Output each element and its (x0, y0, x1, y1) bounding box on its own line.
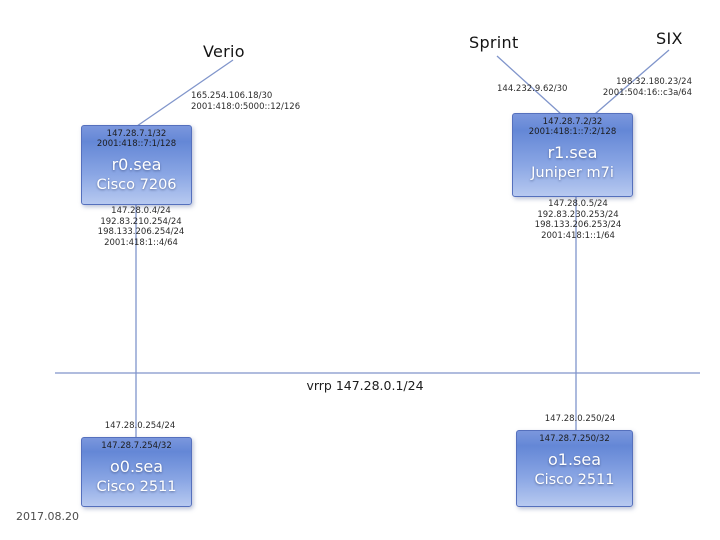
six-link-addresses: 198.32.180.23/24 2001:504:16::c3a/64 (603, 77, 692, 98)
o1-lan-ipv4: 147.28.0.250/24 (544, 414, 616, 424)
r0-model: Cisco 7206 (96, 177, 177, 193)
r1-iface-ipv4-1: 147.28.0.5/24 (548, 199, 608, 209)
o1-hostname: o1.sea (547, 450, 602, 469)
r1-loopback-ipv4: 147.28.7.2/32 (542, 117, 603, 127)
r0-iface-ipv4-3: 198.133.206.254/24 (97, 227, 185, 237)
six-link-ipv6: 2001:504:16::c3a/64 (602, 87, 692, 98)
r0-iface-ipv6: 2001:418:1::4/64 (104, 237, 178, 248)
verio-link-ipv4: 165.254.106.18/30 (191, 91, 273, 101)
r0-interface-addresses: 147.28.0.4/24 192.83.210.254/24 198.133.… (86, 206, 196, 248)
r1-hostname: r1.sea (547, 143, 598, 162)
router-node-r0: 147.28.7.1/32 2001:418::7:1/128 r0.sea C… (81, 125, 192, 205)
verio-link-addresses: 165.254.106.18/30 2001:418:0:5000::12/12… (191, 91, 300, 112)
r0-iface-ipv4-2: 192.83.210.254/24 (100, 216, 182, 227)
r1-iface-ipv6: 2001:418:1::1/64 (541, 230, 615, 241)
o0-lan-address-block: 147.28.0.254/24 (85, 421, 195, 432)
r0-loopback-ipv4: 147.28.7.1/32 (106, 129, 167, 139)
o0-lan-ipv4: 147.28.0.254/24 (104, 421, 176, 431)
console-node-o1: 147.28.7.250/32 o1.sea Cisco 2511 (516, 430, 633, 507)
vrrp-lan-label: vrrp 147.28.0.1/24 (306, 378, 424, 393)
r1-model: Juniper m7i (531, 165, 614, 181)
o0-loopback-ipv4: 147.28.7.254/32 (101, 441, 172, 451)
r1-iface-ipv4-3: 198.133.206.253/24 (534, 220, 622, 230)
o0-loopbacks: 147.28.7.254/32 (101, 441, 171, 451)
r1-interface-addresses: 147.28.0.5/24 192.83.230.253/24 198.133.… (523, 199, 633, 241)
o0-hostname: o0.sea (109, 457, 164, 476)
router-node-r1: 147.28.7.2/32 2001:418:1::7:2/128 r1.sea… (512, 113, 633, 197)
console-node-o0: 147.28.7.254/32 o0.sea Cisco 2511 (81, 437, 192, 507)
uplink-label-verio: Verio (203, 42, 245, 61)
o1-loopback-ipv4: 147.28.7.250/32 (539, 434, 610, 444)
sprint-link-ipv4: 144.232.9.62/30 (497, 84, 568, 94)
r1-iface-ipv4-2: 192.83.230.253/24 (537, 209, 619, 220)
diagram-date: 2017.08.20 (16, 510, 79, 523)
verio-link-ipv6: 2001:418:0:5000::12/126 (191, 101, 301, 112)
o1-model: Cisco 2511 (534, 472, 615, 488)
r0-loopbacks: 147.28.7.1/32 2001:418::7:1/128 (97, 129, 176, 149)
r1-loopback-ipv6: 2001:418:1::7:2/128 (528, 127, 617, 137)
o1-loopbacks: 147.28.7.250/32 (539, 434, 609, 444)
sprint-link-addresses: 144.232.9.62/30 (497, 84, 567, 95)
o0-model: Cisco 2511 (96, 479, 177, 495)
uplink-label-sprint: Sprint (469, 33, 519, 52)
r1-loopbacks: 147.28.7.2/32 2001:418:1::7:2/128 (529, 117, 617, 137)
o1-lan-address-block: 147.28.0.250/24 (525, 414, 635, 425)
uplink-label-six: SIX (656, 29, 683, 48)
six-link-ipv4: 198.32.180.23/24 (616, 77, 692, 87)
r0-loopback-ipv6: 2001:418::7:1/128 (96, 139, 177, 149)
r0-hostname: r0.sea (111, 155, 162, 174)
r0-iface-ipv4-1: 147.28.0.4/24 (111, 206, 171, 216)
